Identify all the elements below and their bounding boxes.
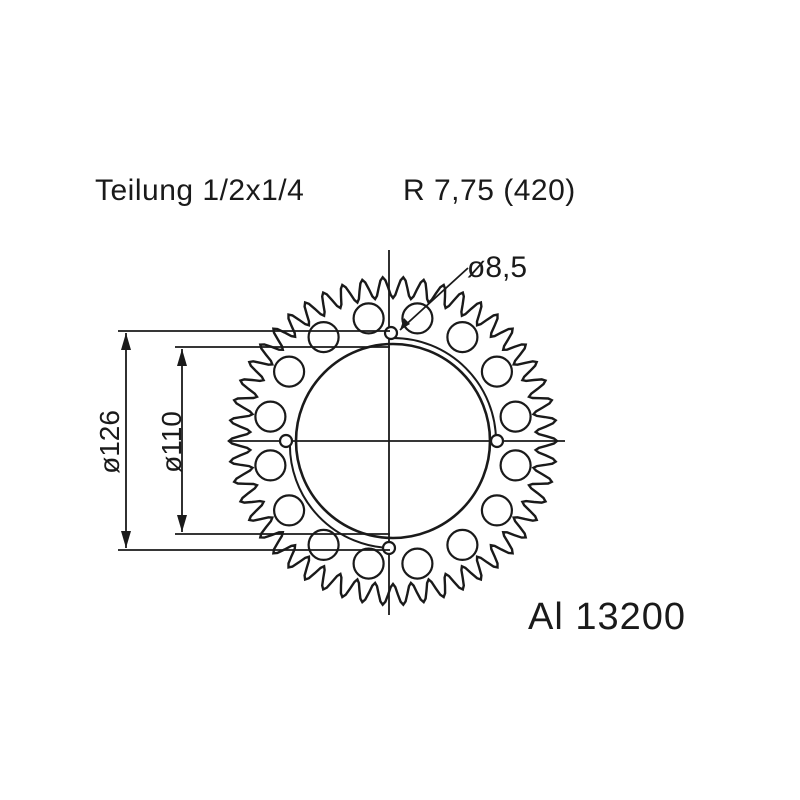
lightening-hole xyxy=(307,321,340,354)
dim-arrow-110-bottom xyxy=(177,515,187,532)
lightening-hole xyxy=(273,494,306,527)
lightening-hole xyxy=(401,302,434,335)
lightening-hole xyxy=(352,547,385,580)
bolt-circle-inner-label: ø110 xyxy=(155,411,187,473)
dim-arrow-126-bottom xyxy=(121,531,131,548)
hole-diameter-label: ø8,5 xyxy=(467,251,528,284)
lightening-hole xyxy=(401,547,434,580)
bolt-circle-arc xyxy=(392,337,497,442)
lightening-hole xyxy=(273,355,306,388)
lightening-hole xyxy=(480,355,513,388)
lightening-hole xyxy=(254,400,287,433)
lightening-holes xyxy=(254,302,532,580)
lightening-hole xyxy=(480,494,513,527)
lightening-hole xyxy=(446,528,479,562)
dim-arrow-126-top xyxy=(121,333,131,350)
mounting-hole-top xyxy=(383,325,399,341)
hole-diameter-leader xyxy=(399,267,469,331)
part-number: Al 13200 xyxy=(528,596,687,638)
pitch-label: Teilung 1/2x1/4 xyxy=(95,174,305,207)
dim-arrow-110-top xyxy=(177,349,187,366)
mounting-hole-bottom xyxy=(381,540,397,556)
lightening-hole xyxy=(307,528,340,562)
bolt-circle-outer-label: ø126 xyxy=(93,410,125,474)
lightening-hole xyxy=(352,302,385,335)
bolt-circle-arc-left xyxy=(288,440,394,549)
lightening-hole xyxy=(499,400,532,433)
lightening-hole xyxy=(254,449,287,482)
sprocket-teeth-outline xyxy=(227,275,559,607)
lightening-hole xyxy=(499,449,532,482)
mounting-hole-left xyxy=(278,433,294,449)
lightening-hole xyxy=(446,321,479,354)
roller-label: R 7,75 (420) xyxy=(403,174,576,207)
mounting-hole-right xyxy=(489,433,505,449)
sprocket-teeth-profile xyxy=(227,275,559,607)
hole-diameter-arrowhead xyxy=(400,318,410,330)
